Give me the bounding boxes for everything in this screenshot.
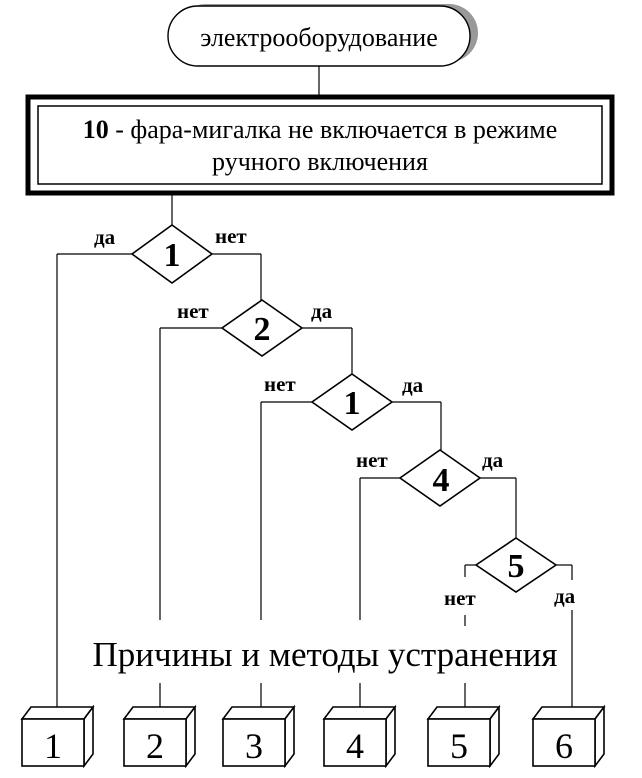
outcome-cube-2: 2 bbox=[122, 704, 197, 769]
decision-3-number: 1 bbox=[344, 385, 361, 422]
problem-line-1: 10 - фара-мигалка не включается в режиме bbox=[83, 115, 558, 144]
outcome-4-number: 4 bbox=[346, 726, 364, 766]
decision-5-no-label: нет bbox=[444, 586, 476, 610]
decision-4 bbox=[398, 449, 482, 507]
decision-2-yes-label: да bbox=[311, 299, 333, 323]
decision-3 bbox=[310, 373, 394, 431]
outcome-2-number: 2 bbox=[146, 726, 164, 766]
decision-1-number: 1 bbox=[164, 237, 181, 274]
decision-5-yes-label: да bbox=[554, 584, 576, 608]
decision-1 bbox=[130, 224, 214, 284]
outcome-cube-5: 5 bbox=[426, 704, 501, 769]
decision-4-no-label: нет bbox=[356, 448, 388, 472]
decision-2-no-label: нет bbox=[177, 299, 209, 323]
decision-2 bbox=[220, 299, 304, 357]
decision-5 bbox=[474, 537, 558, 593]
decision-3-yes-label: да bbox=[402, 373, 424, 397]
decision-3-no-label: нет bbox=[264, 372, 296, 396]
outcome-5-number: 5 bbox=[450, 726, 468, 766]
problem-text-line-2: ручного включения bbox=[212, 147, 428, 176]
section-title: Причины и методы устранения bbox=[92, 635, 557, 674]
outcome-1-number: 1 bbox=[44, 726, 62, 766]
outcome-6-number: 6 bbox=[555, 726, 573, 766]
decision-4-number: 4 bbox=[433, 462, 450, 499]
decision-4-yes-label: да bbox=[482, 448, 504, 472]
start-terminal-label: электрооборудование bbox=[200, 23, 438, 52]
outcome-cube-6: 6 bbox=[531, 704, 606, 769]
decision-5-number: 5 bbox=[508, 548, 525, 585]
problem-number: 10 bbox=[83, 115, 109, 144]
outcome-cube-3: 3 bbox=[221, 704, 296, 769]
problem-box bbox=[25, 94, 615, 196]
outcome-cube-4: 4 bbox=[322, 704, 397, 769]
outcome-3-number: 3 bbox=[245, 726, 263, 766]
problem-box-inner-border bbox=[37, 105, 603, 185]
decision-1-yes-label: да bbox=[94, 225, 116, 249]
outcome-cube-1: 1 bbox=[20, 704, 95, 769]
problem-text-line-1: - фара-мигалка не включается в режиме bbox=[109, 115, 558, 144]
decision-1-no-label: нет bbox=[215, 224, 247, 248]
decision-2-number: 2 bbox=[254, 311, 271, 348]
